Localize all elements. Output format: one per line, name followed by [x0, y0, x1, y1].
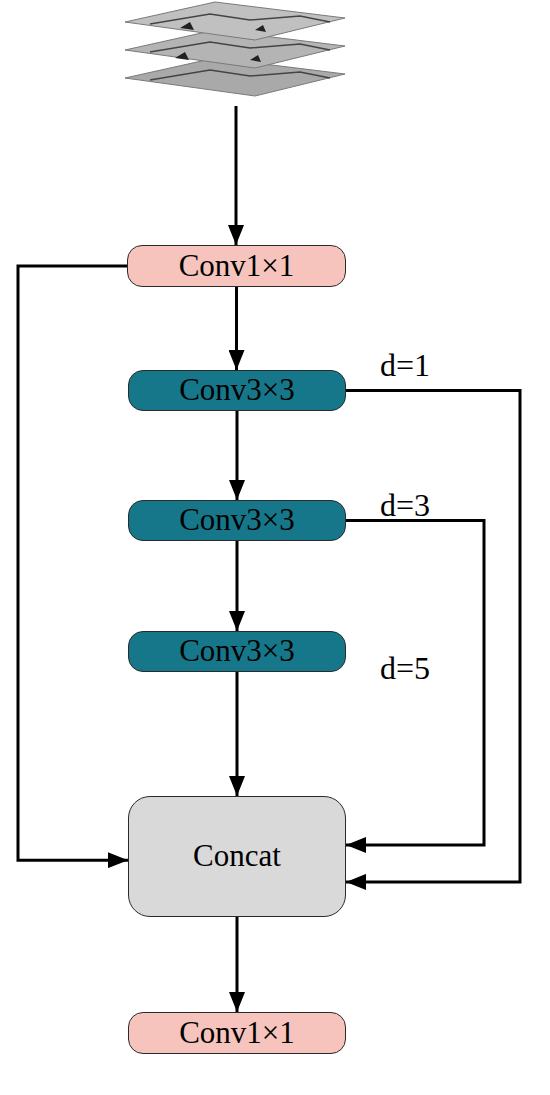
feature-map-texture: [175, 52, 261, 62]
dilation-label: d=3: [380, 489, 430, 521]
feature-map-sheet: [125, 30, 345, 68]
flow-arrow: [18, 266, 128, 860]
flow-arrow: [235, 287, 238, 370]
input-arrow: [235, 106, 238, 245]
block-label: Conv1×1: [179, 1017, 295, 1050]
conv3x3-box: Conv3×3: [128, 500, 346, 541]
flow-arrow: [236, 672, 239, 796]
feature-map-stack: [125, 2, 345, 96]
conv1x1-box: Conv1×1: [128, 1012, 346, 1054]
dilation-label: d=1: [380, 349, 430, 381]
feature-map-texture: [150, 14, 330, 24]
feature-map-sheet: [125, 2, 345, 40]
conv3x3-box: Conv3×3: [128, 631, 346, 672]
feature-map-texture: [150, 42, 330, 52]
conv3x3-box: Conv3×3: [128, 370, 346, 411]
feature-map-texture: [150, 70, 330, 80]
feature-map-texture: [180, 22, 266, 32]
concat-box: Concat: [128, 796, 346, 917]
block-label: Conv3×3: [179, 635, 295, 668]
flow-arrow: [236, 541, 239, 631]
block-label: Conv3×3: [179, 374, 295, 407]
feature-map-sheet: [125, 58, 345, 96]
dilation-label: d=5: [380, 652, 430, 684]
conv1x1-box: Conv1×1: [127, 245, 346, 287]
block-label: Conv1×1: [179, 250, 295, 283]
block-label: Concat: [193, 840, 281, 873]
flow-arrow: [346, 521, 484, 846]
block-label: Conv3×3: [179, 504, 295, 537]
flow-arrow: [346, 391, 520, 882]
flow-arrow: [236, 411, 239, 500]
flow-arrow: [236, 917, 239, 1012]
